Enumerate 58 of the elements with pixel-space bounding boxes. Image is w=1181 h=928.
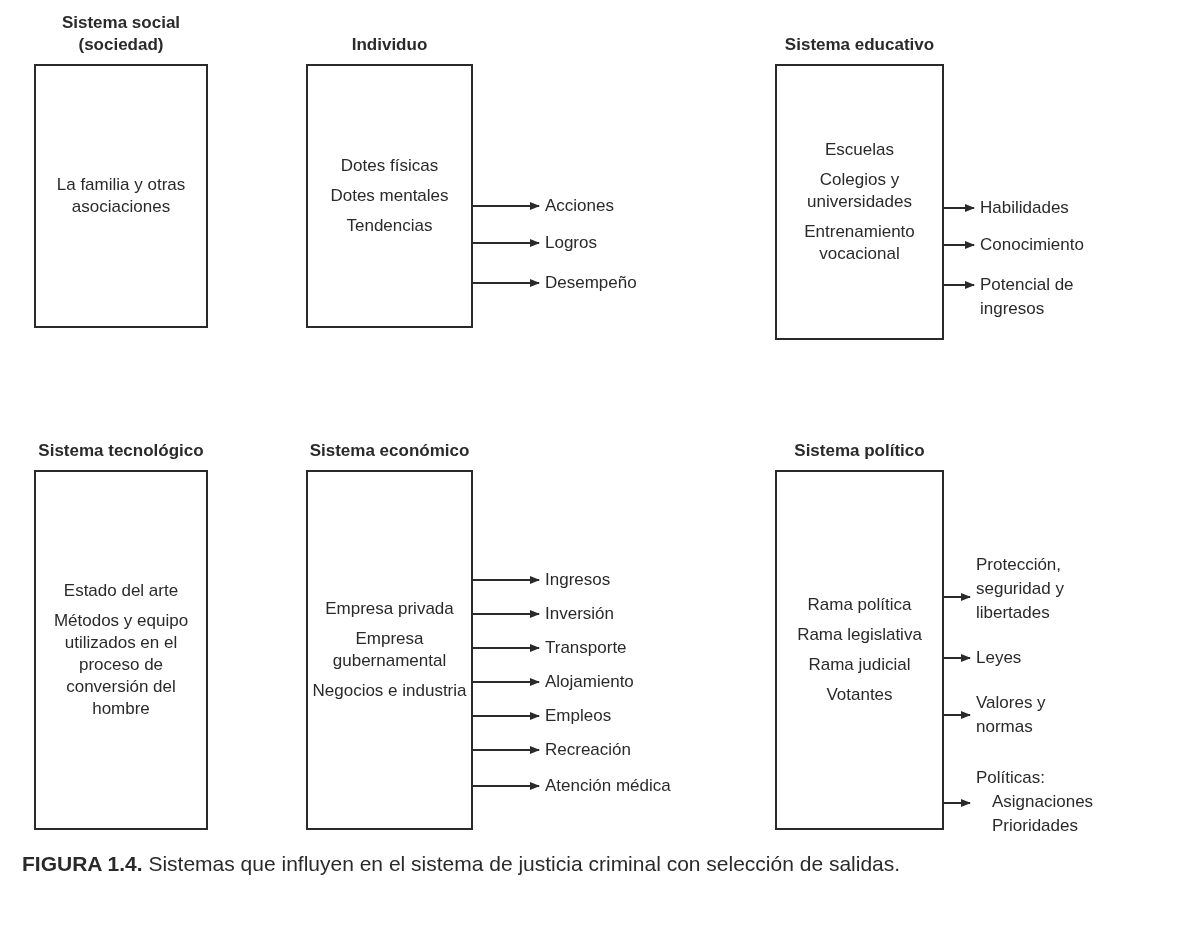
box-text: Rama legislativa	[797, 624, 922, 646]
box-text: Estado del arte	[63, 580, 179, 602]
arrow	[472, 746, 540, 754]
output-label: Acciones	[545, 195, 615, 217]
output-label: Políticas:	[976, 767, 1046, 789]
arrow	[472, 678, 540, 686]
figure-caption: FIGURA 1.4. Sistemas que influyen en el sistema de justicia criminal con selección de salidas.	[22, 851, 901, 877]
output-label: Alojamiento	[545, 671, 635, 693]
arrow	[943, 711, 971, 719]
box-heading: Individuo	[351, 34, 428, 56]
output-label: Conocimiento	[980, 234, 1085, 256]
box-text: Rama judicial	[808, 654, 911, 676]
box-text: Empresa privada	[325, 598, 454, 620]
arrow	[472, 239, 540, 247]
box-text: Dotes mentales	[330, 185, 449, 207]
box-text: La familia y otras asociaciones	[55, 174, 187, 218]
box-heading: Sistema económico	[309, 440, 470, 462]
output-label: Protección, seguridad y libertades	[976, 554, 1065, 624]
arrow	[472, 202, 540, 210]
arrow	[943, 799, 971, 807]
box-text: Entrenamiento vocacional	[803, 221, 916, 265]
arrow	[943, 281, 975, 289]
arrow	[943, 204, 975, 212]
box-text: Escuelas	[825, 139, 894, 161]
box-text: Tendencias	[346, 215, 433, 237]
box-text: Votantes	[826, 684, 893, 706]
arrow	[472, 279, 540, 287]
output-label: Atención médica	[545, 775, 672, 797]
output-label: Logros	[545, 232, 598, 254]
box-text: Rama política	[807, 594, 912, 616]
output-label: Ingresos	[545, 569, 612, 591]
output-label: Potencial de ingresos	[980, 274, 1075, 320]
arrow	[472, 644, 540, 652]
output-label: Empleos	[545, 705, 613, 727]
box-text: Empresa gubernamental	[331, 628, 448, 672]
arrow	[472, 712, 540, 720]
output-label: Desempeño	[545, 272, 638, 294]
box-heading: Sistema educativo	[784, 34, 935, 56]
box-heading: Sistema político	[794, 440, 925, 462]
box-text: Métodos y equipo utilizados en el proceso de conversión del hombre	[52, 610, 190, 720]
arrow	[472, 782, 540, 790]
arrow	[943, 654, 971, 662]
arrow	[472, 576, 540, 584]
output-label: Leyes	[976, 647, 1023, 669]
box-text: Dotes físicas	[340, 155, 439, 177]
arrow	[943, 593, 971, 601]
output-label: Recreación	[545, 739, 632, 761]
box-heading: Sistema social (sociedad)	[60, 12, 182, 56]
output-label: Inversión	[545, 603, 615, 625]
box-text: Negocios e industria	[312, 680, 467, 702]
box-text: Colegios y universidades	[806, 169, 913, 213]
box-heading: Sistema tecnológico	[38, 440, 204, 462]
output-label: Transporte	[545, 637, 628, 659]
arrow	[943, 241, 975, 249]
output-label: Habilidades	[980, 197, 1070, 219]
output-label: Valores y normas	[976, 692, 1047, 738]
output-label: Asignaciones Prioridades	[991, 791, 1095, 837]
arrow	[472, 610, 540, 618]
